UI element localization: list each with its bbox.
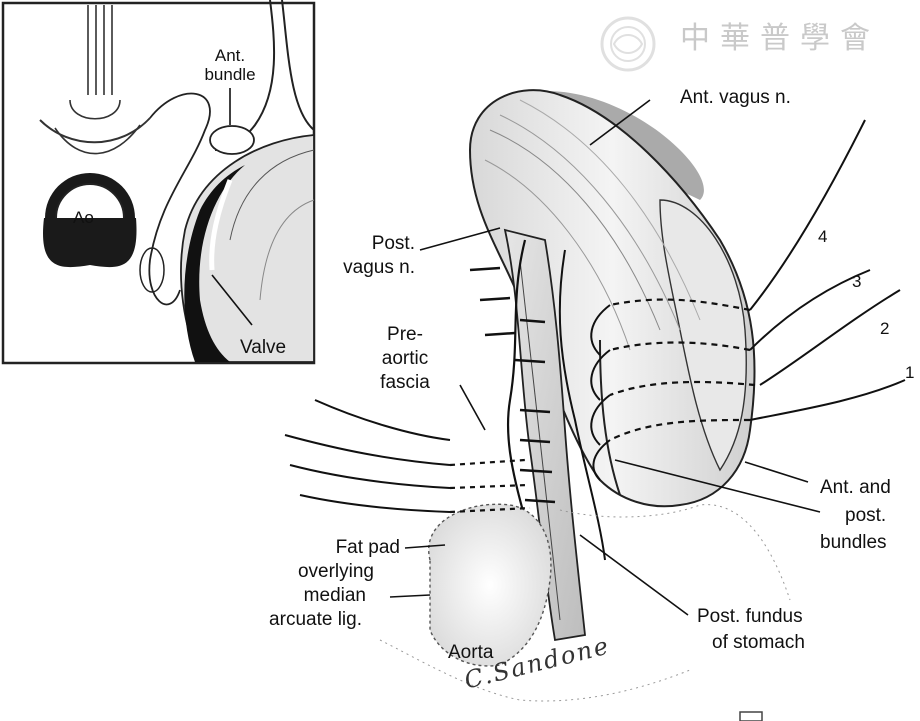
label-fat-pad-line4: arcuate lig. (269, 609, 362, 630)
label-aorta: Aorta (448, 642, 494, 663)
label-ant-bundle-line2: bundle (204, 65, 256, 84)
label-suture-1: 1 (905, 363, 915, 382)
label-post-vagus-line1: Post. (371, 233, 415, 254)
watermark-text: 中華普學會 (680, 21, 880, 56)
label-valve: Valve (240, 337, 287, 358)
label-ao: Ao (73, 208, 94, 227)
corner-icon (739, 711, 763, 721)
label-ant-vagus: Ant. vagus n. (680, 87, 791, 108)
watermark-seal (600, 16, 656, 72)
label-preaortic-line1: Pre- (387, 324, 423, 345)
label-ant-bundle-line1: Ant. (214, 46, 246, 65)
label-suture-3: 3 (852, 272, 862, 291)
main-illustration (284, 89, 906, 702)
label-bundles-line2: post. (845, 505, 887, 526)
inset-panel (1, 0, 316, 365)
label-preaortic-line3: fascia (380, 372, 430, 393)
label-fundus-line2: of stomach (712, 632, 805, 653)
label-post-vagus-line2: vagus n. (343, 257, 415, 278)
label-fat-pad-line2: overlying (297, 561, 374, 582)
label-fundus-line1: Post. fundus (697, 606, 803, 627)
label-bundles-line3: bundles (820, 532, 887, 553)
label-suture-2: 2 (880, 319, 890, 338)
label-bundles-line1: Ant. and (820, 477, 891, 498)
label-preaortic-line2: aortic (381, 348, 429, 369)
label-suture-4: 4 (818, 227, 828, 246)
label-fat-pad-line3: median (303, 585, 366, 606)
label-fat-pad-line1: Fat pad (335, 537, 400, 558)
